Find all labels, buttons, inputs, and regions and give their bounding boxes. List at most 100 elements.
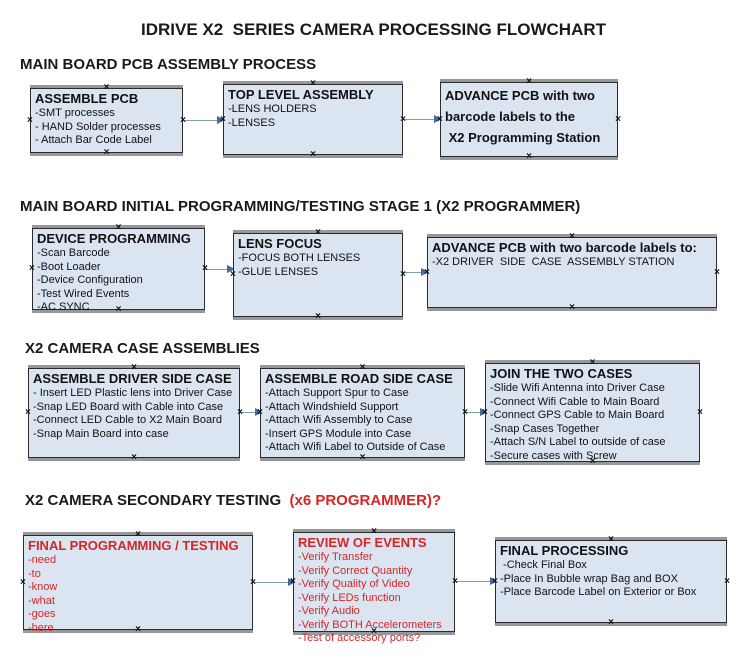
box-item: -Connect LED Cable to X2 Main Board xyxy=(33,414,222,426)
box-item: -Snap LED Board with Cable into Case xyxy=(33,400,224,413)
connection-handle-icon: × xyxy=(20,576,26,588)
box-item: - HAND Solder processes xyxy=(35,120,161,133)
box-item: -Attach Wifi Label to Outside of Case xyxy=(265,441,446,453)
connection-handle-icon: × xyxy=(29,263,35,274)
connection-handle-icon: × xyxy=(220,113,226,125)
connection-handle-icon: × xyxy=(437,113,443,125)
box-title: ASSEMBLE PCB xyxy=(35,91,139,106)
connector-arrow[interactable] xyxy=(403,115,442,123)
connection-handle-icon: × xyxy=(424,266,430,278)
flow-box-final-programming-testing[interactable]: FINAL PROGRAMMING / TESTING-need-to-know… xyxy=(20,530,256,635)
flow-box-advance-pcb-with-two[interactable]: ADVANCE PCB with two barcode labels to th… xyxy=(437,77,621,162)
connection-handle-icon: × xyxy=(359,362,366,373)
box-title: ASSEMBLE DRIVER SIDE CASE xyxy=(33,371,232,386)
connection-handle-icon: × xyxy=(315,311,321,322)
box-item: -X2 DRIVER SIDE CASE ASSEMBLY STATION xyxy=(432,256,675,268)
connection-handle-icon: × xyxy=(103,82,110,93)
box-item: -Slide Wifi Antenna into Driver Case xyxy=(490,382,665,394)
box-item: -Test of accessory ports? xyxy=(298,632,421,644)
connector-arrow[interactable] xyxy=(205,265,235,273)
box-item: -GLUE LENSES xyxy=(238,265,319,278)
box-item: -goes xyxy=(28,608,56,620)
box-item: -Verify Quality of Video xyxy=(298,578,410,590)
box-item: -Check Final Box xyxy=(500,559,587,571)
box-title: JOIN THE TWO CASES xyxy=(490,366,633,381)
connection-handle-icon: × xyxy=(371,626,377,637)
connection-handle-icon: × xyxy=(589,357,596,368)
flow-box-final-processing[interactable]: FINAL PROCESSING -Check Final Box-Place … xyxy=(492,535,730,628)
connection-handle-icon: × xyxy=(526,151,532,162)
connector-arrow[interactable] xyxy=(240,408,263,416)
connection-handle-icon: × xyxy=(724,575,730,587)
connector-arrow[interactable] xyxy=(455,577,498,585)
section-heading-x2-camera-case-assemblies: X2 CAMERA CASE ASSEMBLIES xyxy=(25,340,260,357)
box-item: -what xyxy=(28,594,55,607)
box-item: -Snap Cases Together xyxy=(490,422,600,435)
connection-handle-icon: × xyxy=(359,452,366,463)
connector-arrow[interactable] xyxy=(183,116,225,124)
box-title-line: ADVANCE PCB with two xyxy=(445,88,595,103)
box-item: - Attach Bar Code Label xyxy=(35,134,152,146)
connection-handle-icon: × xyxy=(697,406,703,418)
box-item: -Device Configuration xyxy=(37,274,143,286)
box-item: -Place In Bubble wrap Bag and BOX xyxy=(500,572,678,585)
connection-handle-icon: × xyxy=(131,452,137,463)
connection-handle-icon: × xyxy=(237,407,243,418)
flow-box-top-level-assembly[interactable]: TOP LEVEL ASSEMBLY-LENS HOLDERS-LENSES××… xyxy=(220,79,406,160)
flow-box-assemble-pcb[interactable]: ASSEMBLE PCB-SMT processes- HAND Solder … xyxy=(27,83,186,158)
box-item: -here xyxy=(28,621,54,634)
box-item: - Insert LED Plastic lens into Driver Ca… xyxy=(33,387,233,399)
box-title: DEVICE PROGRAMMING xyxy=(37,231,191,246)
box-item: -Secure cases with Screw xyxy=(490,449,617,462)
box-item: -need xyxy=(28,554,57,566)
flow-box-assemble-driver-side-case[interactable]: ASSEMBLE DRIVER SIDE CASE- Insert LED Pl… xyxy=(25,363,243,463)
box-item: -know xyxy=(28,581,58,593)
box-item: -Test Wired Events xyxy=(37,287,130,300)
connection-handle-icon: × xyxy=(526,76,532,87)
box-title: FINAL PROCESSING xyxy=(500,543,629,558)
connection-handle-icon: × xyxy=(400,113,406,125)
connection-handle-icon: × xyxy=(115,222,122,233)
connection-handle-icon: × xyxy=(714,266,720,278)
connection-handle-icon: × xyxy=(135,624,141,635)
section-heading-text: MAIN BOARD INITIAL PROGRAMMING/TESTING S… xyxy=(20,198,581,215)
box-item: -FOCUS BOTH LENSES xyxy=(238,252,361,264)
flow-box-review-of-events[interactable]: REVIEW OF EVENTS-Verify Transfer-Verify … xyxy=(290,527,458,645)
connection-handle-icon: × xyxy=(615,113,621,125)
connection-handle-icon: × xyxy=(180,114,186,126)
flow-box-device-programming[interactable]: DEVICE PROGRAMMING-Scan Barcode-Boot Loa… xyxy=(29,223,208,315)
flow-box-assemble-road-side-case[interactable]: ASSEMBLE ROAD SIDE CASE-Attach Support S… xyxy=(257,363,468,463)
box-item: -Boot Loader xyxy=(37,260,101,273)
box-item: -SMT processes xyxy=(35,107,115,119)
connector-arrow[interactable] xyxy=(253,578,296,586)
section-heading-main-board-initial-programming-testing-stage-1-x2-programmer: MAIN BOARD INITIAL PROGRAMMING/TESTING S… xyxy=(20,198,580,215)
connection-handle-icon: × xyxy=(608,534,614,545)
box-item: -Attach Support Spur to Case xyxy=(265,387,409,399)
box-title: ASSEMBLE ROAD SIDE CASE xyxy=(265,371,453,386)
flow-box-advance-pcb-with-two-barcode-labels-to[interactable]: ADVANCE PCB with two barcode labels to:-… xyxy=(424,232,720,313)
connection-handle-icon: × xyxy=(310,149,316,160)
connector-arrow[interactable] xyxy=(465,408,488,416)
section-heading-suffix: (x6 PROGRAMMER)? xyxy=(289,492,442,509)
connection-handle-icon: × xyxy=(103,147,110,158)
connection-handle-icon: × xyxy=(250,576,256,588)
connection-handle-icon: × xyxy=(290,576,296,587)
box-item: -Snap Main Board into case xyxy=(33,427,169,440)
connection-handle-icon: × xyxy=(25,407,31,418)
box-item: -Attach Windshield Support xyxy=(265,400,399,413)
connection-handle-icon: × xyxy=(569,231,575,242)
box-title-line: barcode labels to the xyxy=(445,109,576,124)
box-item: -Insert GPS Module into Case xyxy=(265,427,412,440)
connection-handle-icon: × xyxy=(400,269,406,280)
box-item: -to xyxy=(28,567,41,580)
box-item: -Verify BOTH Accelerometers xyxy=(298,618,442,631)
box-item: -Verify Correct Quantity xyxy=(298,564,413,577)
flow-box-join-the-two-cases[interactable]: JOIN THE TWO CASES-Slide Wifi Antenna in… xyxy=(482,358,703,467)
box-item: -Verify Transfer xyxy=(298,551,373,563)
section-heading-text: MAIN BOARD PCB ASSEMBLY PROCESS xyxy=(20,56,317,73)
connection-handle-icon: × xyxy=(115,304,122,315)
box-item: -Connect GPS Cable to Main Board xyxy=(490,409,665,421)
flow-box-lens-focus[interactable]: LENS FOCUS-FOCUS BOTH LENSES-GLUE LENSES… xyxy=(230,228,406,322)
box-item: -Scan Barcode xyxy=(37,247,110,259)
connector-arrow[interactable] xyxy=(403,268,429,276)
